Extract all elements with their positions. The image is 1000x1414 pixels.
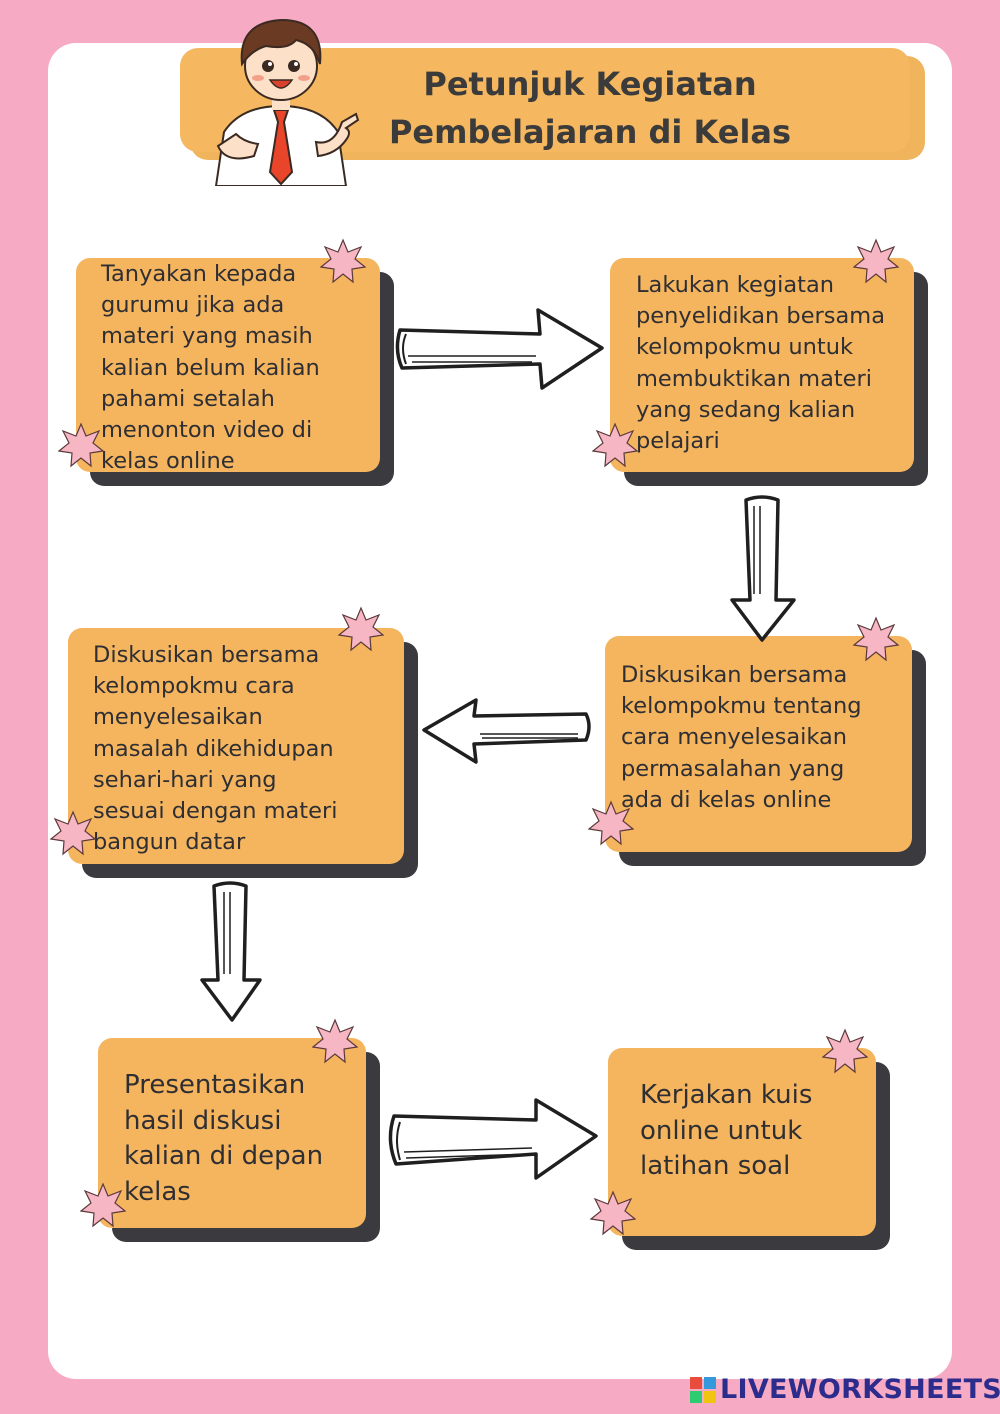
star-icon (80, 1182, 126, 1228)
step-text-6: Kerjakan kuis online untuk latihan soal (640, 1080, 813, 1181)
star-icon (853, 616, 899, 662)
star-icon (58, 422, 104, 468)
star-icon (312, 1018, 358, 1064)
liveworksheets-watermark: LIVEWORKSHEETS (690, 1372, 1000, 1406)
watermark-text: LIVEWORKSHEETS (720, 1374, 1000, 1405)
step-card-1: Tanyakan kepada gurumu jika ada materi y… (76, 258, 394, 486)
star-icon (320, 238, 366, 284)
step-text-2: Lakukan kegiatan penyelidikan bersama ke… (636, 272, 886, 455)
step-card-4: Diskusikan bersama kelompokmu cara menye… (68, 628, 418, 878)
step-card-5: Presentasikan hasil diskusi kalian di de… (98, 1038, 380, 1242)
arrow-down-icon (200, 881, 262, 1022)
step-text-4: Diskusikan bersama kelompokmu cara menye… (93, 642, 338, 856)
liveworksheets-logo-icon (690, 1377, 716, 1403)
star-icon (338, 606, 384, 652)
step-card-2: Lakukan kegiatan penyelidikan bersama ke… (610, 258, 928, 486)
star-icon (822, 1028, 868, 1074)
star-icon (588, 800, 634, 846)
step-card-6: Kerjakan kuis online untuk latihan soal (608, 1048, 890, 1250)
step-text-3: Diskusikan bersama kelompokmu tentang ca… (621, 662, 862, 813)
step-card-3: Diskusikan bersama kelompokmu tentang ca… (605, 636, 926, 866)
star-icon (50, 810, 96, 856)
arrow-right-icon (388, 1098, 598, 1180)
step-text-5: Presentasikan hasil diskusi kalian di de… (124, 1070, 324, 1207)
star-icon (853, 238, 899, 284)
star-icon (590, 1190, 636, 1236)
arrow-left-icon (422, 698, 591, 764)
page-title: Petunjuk Kegiatan Pembelajaran di Kelas (388, 65, 792, 151)
student-illustration (214, 18, 360, 186)
step-text-1: Tanyakan kepada gurumu jika ada materi y… (101, 261, 320, 475)
arrow-right-icon (395, 308, 604, 390)
arrow-down-icon (730, 495, 796, 642)
star-icon (592, 422, 638, 468)
